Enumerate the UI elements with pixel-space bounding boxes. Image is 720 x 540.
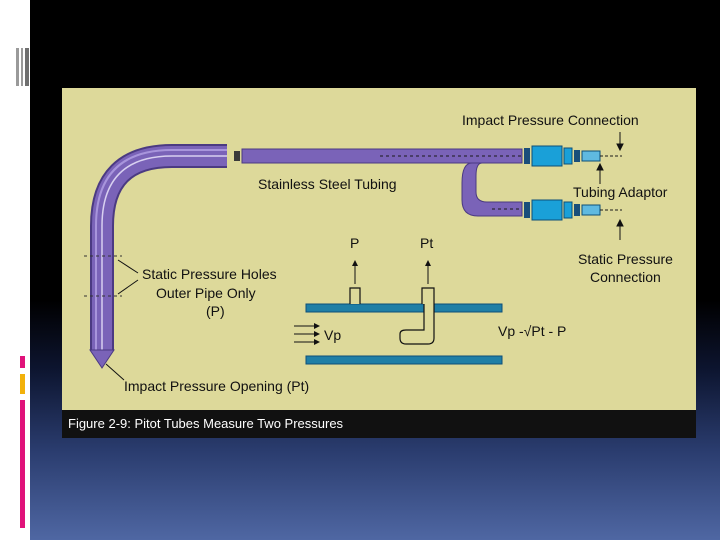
static-connector — [524, 199, 622, 221]
label-static-pressure-holes-2: Outer Pipe Only — [156, 285, 256, 301]
label-static-pressure-connection-1: Static Pressure — [578, 251, 673, 267]
label-tubing-adaptor: Tubing Adaptor — [573, 184, 668, 200]
left-margin-strip — [0, 0, 30, 540]
accent-bar-pink-top — [20, 356, 25, 368]
impact-connector — [524, 145, 622, 167]
figure-caption: Figure 2-9: Pitot Tubes Measure Two Pres… — [68, 416, 344, 431]
decorative-lines — [16, 48, 30, 86]
figure-caption-bar: Figure 2-9: Pitot Tubes Measure Two Pres… — [62, 410, 696, 438]
stainless-steel-tubing — [234, 148, 523, 217]
static-hole-markers — [84, 255, 122, 297]
pipe-cross-section — [294, 260, 503, 365]
label-pt: Pt — [420, 235, 433, 251]
label-formula: Vp -√Pt - P — [498, 323, 566, 339]
label-static-pressure-holes-3: (P) — [206, 303, 225, 319]
pitot-tube-figure: Impact Pressure Connection Stainless Ste… — [62, 88, 696, 438]
accent-bar-yellow — [20, 374, 25, 394]
label-impact-pressure-opening: Impact Pressure Opening (Pt) — [124, 378, 309, 394]
accent-bar-pink-bottom — [20, 400, 25, 528]
label-impact-pressure-connection: Impact Pressure Connection — [462, 112, 639, 128]
pitot-tube-diagram: Impact Pressure Connection Stainless Ste… — [84, 112, 673, 394]
label-static-pressure-connection-2: Connection — [590, 269, 661, 285]
label-p: P — [350, 235, 359, 251]
label-stainless-steel-tubing: Stainless Steel Tubing — [258, 176, 397, 192]
label-static-pressure-holes-1: Static Pressure Holes — [142, 266, 277, 282]
pitot-probe — [89, 144, 227, 369]
leader-lines — [105, 132, 624, 381]
label-vp: Vp — [324, 327, 341, 343]
